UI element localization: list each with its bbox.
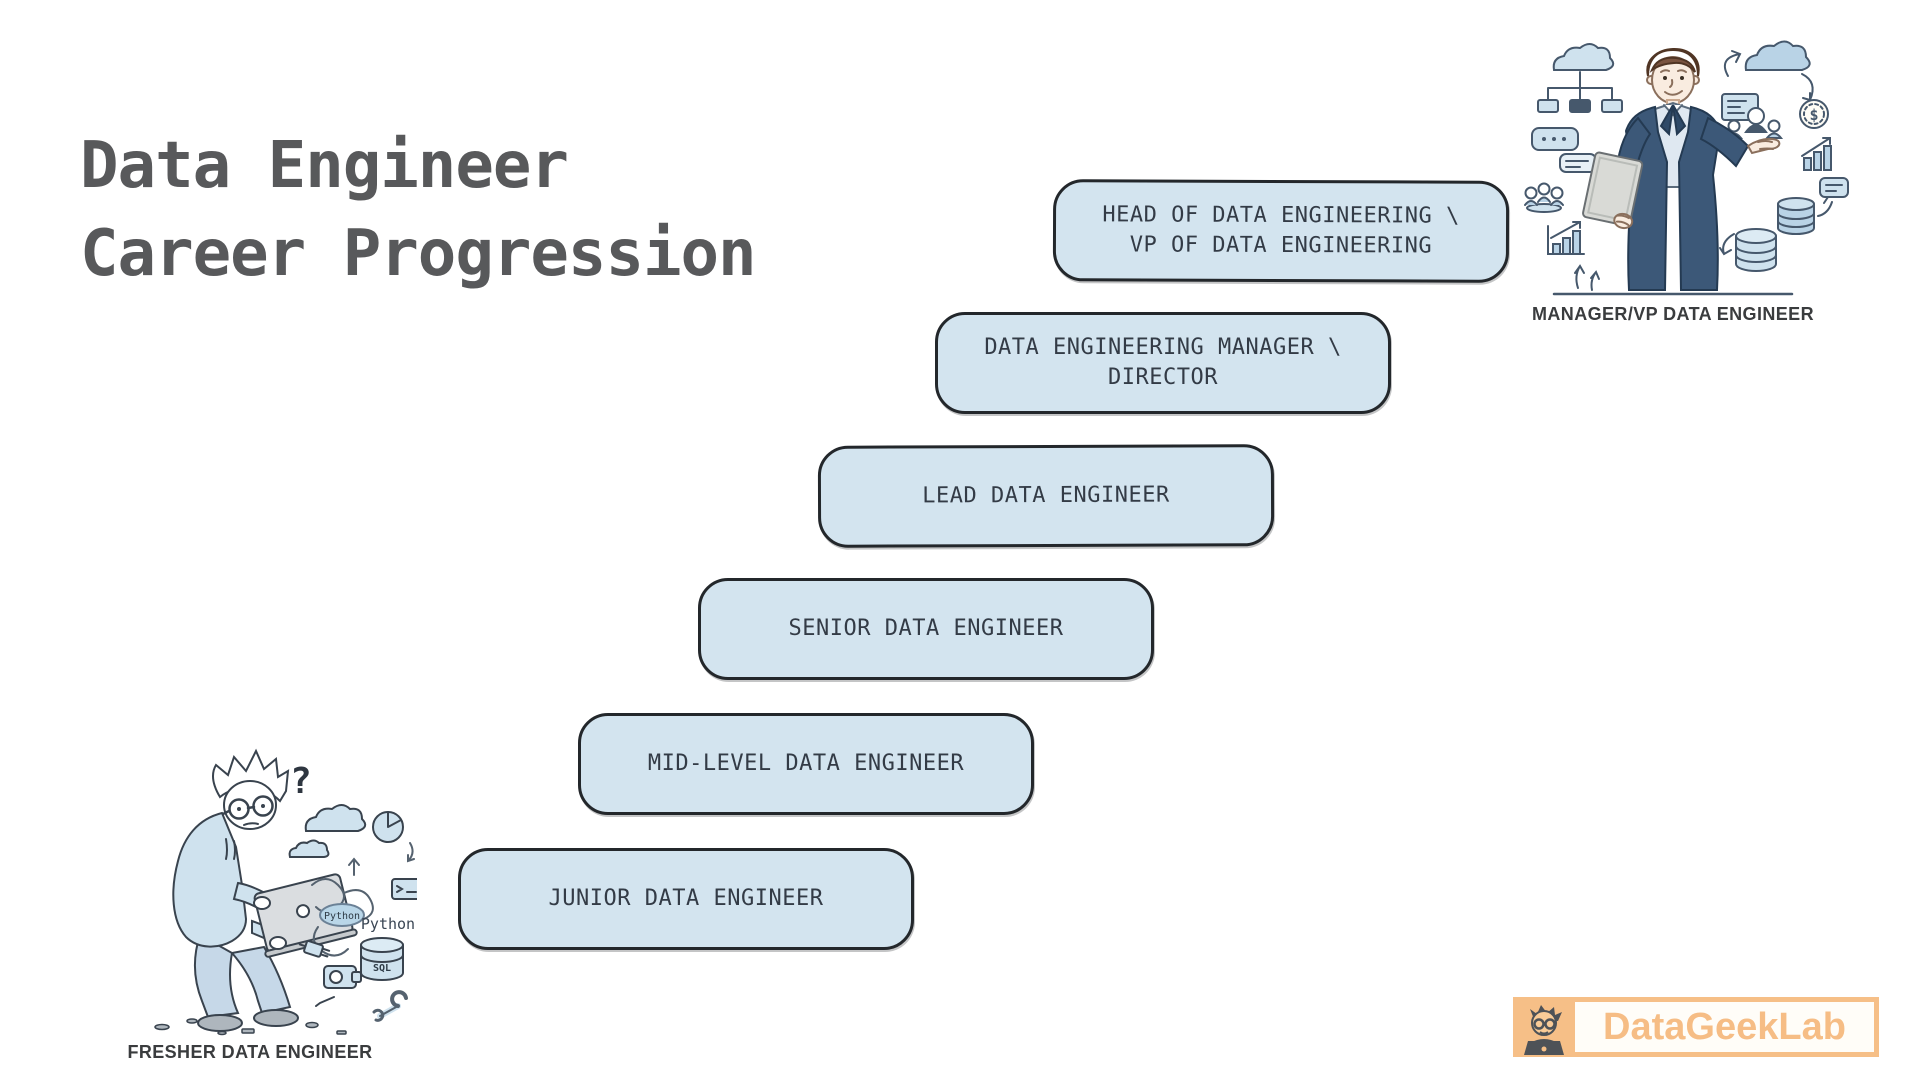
question-mark: ? (290, 761, 312, 802)
plug-icon (298, 940, 331, 958)
bar-chart-icon (1547, 221, 1585, 255)
svg-text:SQL: SQL (373, 963, 391, 974)
geek-logo-icon (1513, 997, 1575, 1057)
career-step-mid-level: MID-LEVEL DATA ENGINEER (578, 713, 1034, 815)
svg-text:$: $ (1809, 106, 1818, 124)
ground-debris (154, 1018, 347, 1036)
cloud-icon (288, 804, 367, 858)
logo-text-frame: DataGeekLab (1575, 1002, 1874, 1052)
cloud-icon (1552, 43, 1615, 71)
gauge-icon (323, 965, 362, 989)
career-step-senior: SENIOR DATA ENGINEER (698, 578, 1154, 680)
manager-figure (1582, 48, 1781, 291)
datageeklab-logo: DataGeekLab (1513, 997, 1879, 1057)
dollar-coin-icon: $ (1799, 99, 1829, 129)
python-label: Python (361, 915, 415, 933)
pie-chart-icon (372, 811, 404, 843)
team-icon (1524, 182, 1564, 213)
connector-doodle (1817, 201, 1833, 217)
database-icon (1735, 228, 1777, 272)
bar-chart-icon (1801, 137, 1832, 171)
manager-caption: MANAGER/VP DATA ENGINEER (1532, 304, 1814, 324)
career-step-head-vp: HEAD OF DATA ENGINEERING \ VP OF DATA EN… (1052, 179, 1510, 283)
hoodie-drawstrings (225, 838, 236, 860)
fresher-caption: FRESHER DATA ENGINEER (127, 1042, 373, 1062)
logo-text: DataGeekLab (1603, 1005, 1846, 1048)
curved-arrow (1801, 73, 1814, 102)
tablet-icon (1582, 151, 1644, 230)
page-title-line2: Career Progression (80, 217, 757, 291)
database-icon (1777, 197, 1815, 235)
terminal-icon (391, 878, 417, 900)
fresher-hand (253, 896, 271, 910)
connector-doodle (1719, 233, 1735, 256)
fresher-shoes (197, 1009, 299, 1032)
manager-vp-illustration: $ (1524, 40, 1849, 296)
career-step-lead: LEAD DATA ENGINEER (817, 444, 1275, 548)
page-title-line1: Data Engineer (80, 129, 569, 203)
fresher-head (212, 748, 290, 830)
career-step-manager-director: DATA ENGINEERING MANAGER \ DIRECTOR (935, 312, 1391, 414)
fresher-hand (269, 936, 287, 950)
meeting-icon (1721, 93, 1784, 139)
svg-text:Python: Python (324, 911, 360, 922)
org-chart-icon (1537, 71, 1623, 113)
wrench-icon (372, 990, 408, 1022)
career-step-junior: JUNIOR DATA ENGINEER (458, 848, 914, 950)
cloud-icon (1744, 40, 1811, 71)
pencil-doodle (315, 996, 335, 1007)
sql-database-icon: SQL (360, 937, 404, 981)
page-title: Data Engineer Career Progression (80, 122, 757, 298)
python-cloud-badge: Python (319, 903, 365, 927)
chat-bubbles-icon (1531, 127, 1597, 173)
curved-arrow (1724, 50, 1742, 77)
fresher-data-engineer-illustration: ? Python (154, 748, 417, 1036)
growth-arrows-doodle (1574, 264, 1600, 291)
speech-bubble-icon (1819, 177, 1849, 204)
